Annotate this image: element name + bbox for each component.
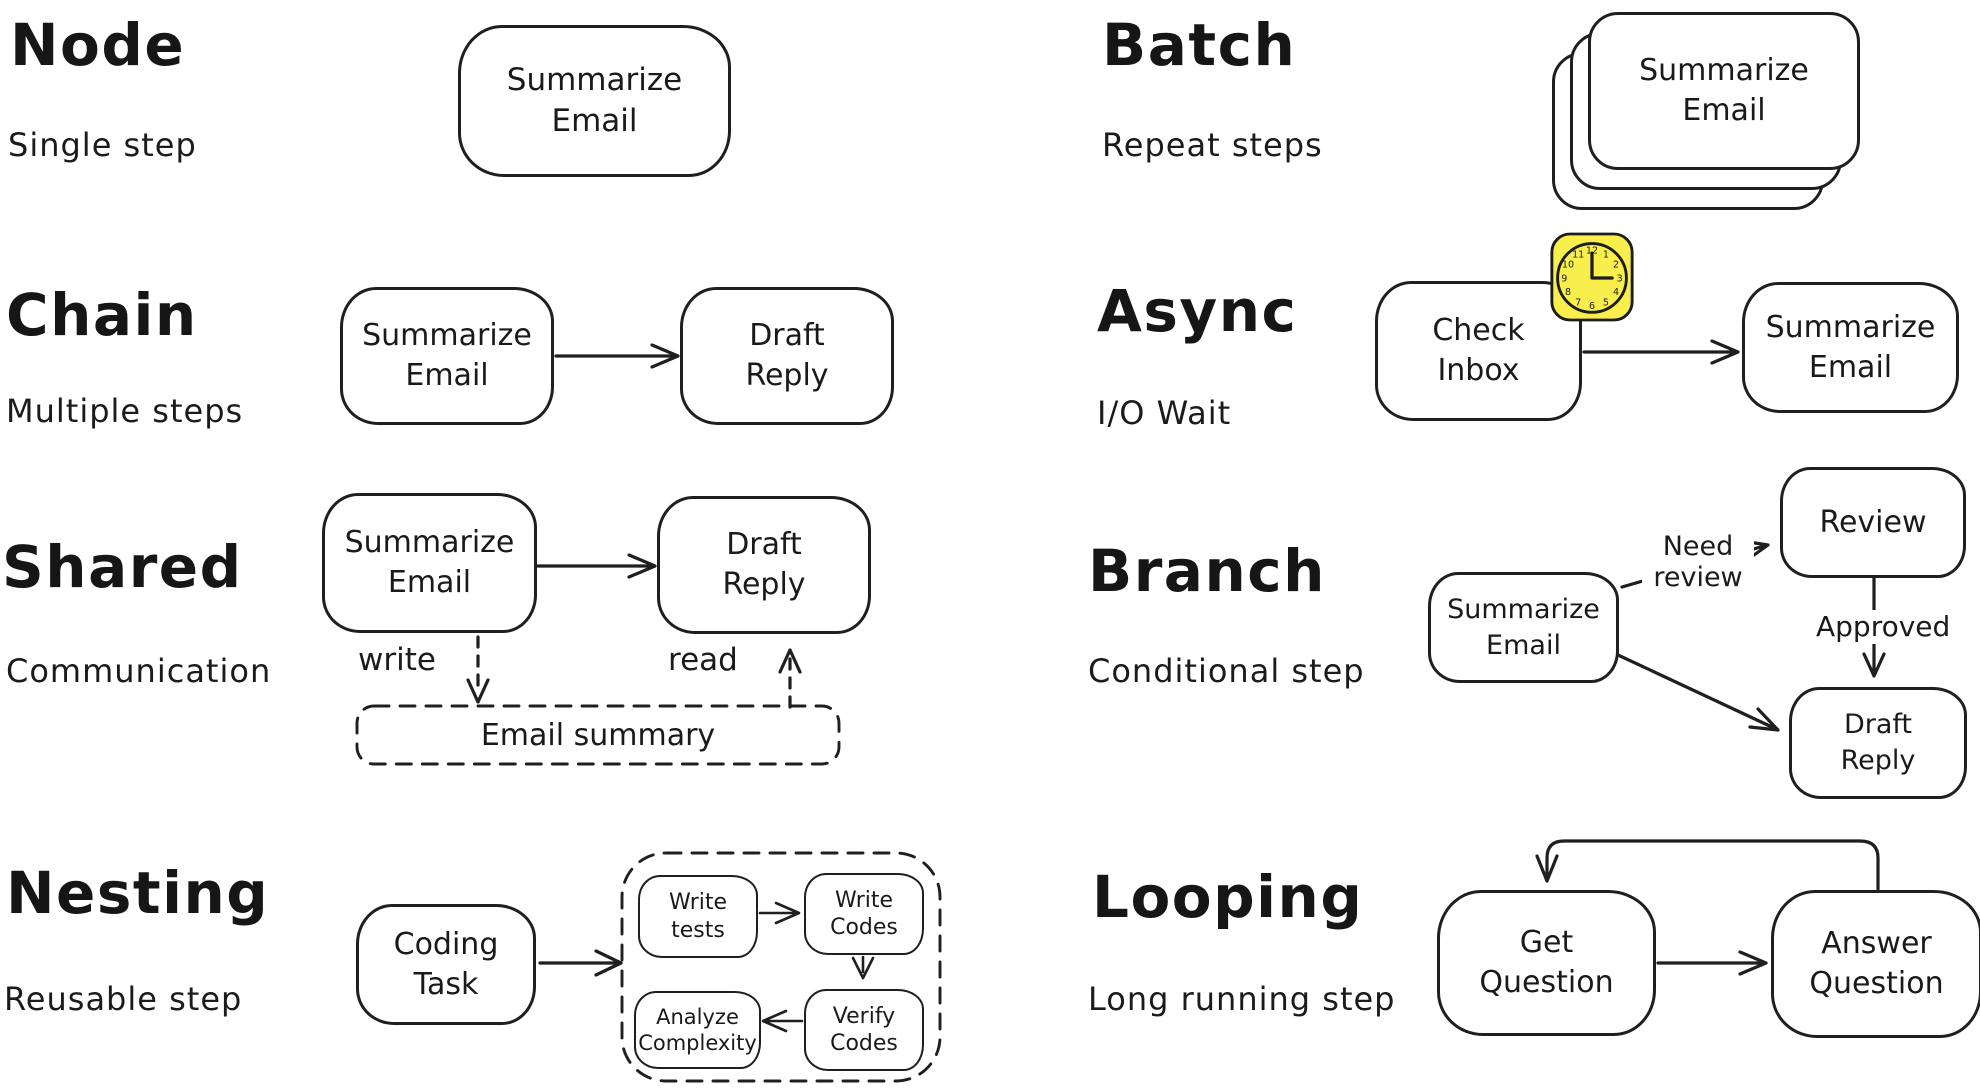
branch-draft-reply-box: Draft Reply (1789, 687, 1967, 799)
chain-section-subtitle: Multiple steps (6, 392, 244, 430)
shared-read-label: read (668, 642, 738, 678)
shared-read-arrowhead (778, 648, 802, 674)
nesting-arrow (538, 949, 623, 977)
nesting-coding-task-box: Coding Task (356, 904, 536, 1025)
branch-section-subtitle: Conditional step (1088, 652, 1365, 690)
async-section-subtitle: I/O Wait (1097, 394, 1232, 432)
nesting-write-tests-box: Write tests (638, 875, 758, 958)
branch-summarize-email-box: Summarize Email (1428, 572, 1619, 683)
async-summarize-email-box: Summarize Email (1742, 282, 1959, 413)
looping-answer-question-box: Answer Question (1771, 890, 1980, 1038)
nesting-section-title: Nesting (6, 859, 270, 927)
branch-need-review-label: Need review (1642, 530, 1754, 595)
svg-text:1: 1 (1603, 249, 1609, 260)
shared-section-subtitle: Communication (6, 652, 272, 690)
async-section-title: Async (1097, 277, 1298, 345)
looping-section-subtitle: Long running step (1088, 980, 1396, 1018)
branch-approved-label: Approved (1812, 610, 1950, 645)
chain-section-title: Chain (6, 281, 198, 349)
shared-section-title: Shared (2, 533, 243, 601)
svg-text:4: 4 (1613, 287, 1619, 298)
svg-text:9: 9 (1561, 273, 1567, 284)
batch-summarize-email-box: Summarize Email (1588, 12, 1860, 170)
chain-draft-reply-box: Draft Reply (680, 287, 894, 425)
branch-direct-arrow (1616, 653, 1780, 732)
node-section-subtitle: Single step (8, 126, 197, 164)
looping-section-title: Looping (1092, 863, 1364, 931)
nesting-analyze-complexity-box: Analyze Complexity (634, 991, 761, 1069)
svg-text:5: 5 (1603, 297, 1609, 308)
svg-text:7: 7 (1575, 297, 1581, 308)
chain-summarize-email-box: Summarize Email (340, 287, 554, 425)
svg-text:6: 6 (1589, 301, 1595, 312)
svg-text:10: 10 (1562, 259, 1574, 270)
batch-section-title: Batch (1102, 11, 1297, 79)
shared-arrow (536, 553, 657, 579)
nesting-inner-arrow-3 (761, 1009, 804, 1033)
node-section-title: Node (10, 11, 186, 79)
batch-section-subtitle: Repeat steps (1102, 126, 1323, 164)
shared-draft-reply-box: Draft Reply (657, 496, 871, 634)
looping-back-arrow (1535, 839, 1880, 891)
nesting-write-codes-box: Write Codes (804, 873, 924, 955)
async-arrow (1582, 339, 1740, 365)
branch-review-box: Review (1780, 467, 1966, 578)
node-summarize-email-box: Summarize Email (458, 25, 731, 177)
shared-email-summary-store: Email summary (480, 717, 716, 753)
looping-get-question-box: Get Question (1437, 890, 1656, 1036)
async-check-inbox-box: Check Inbox (1375, 281, 1582, 421)
chain-arrow (554, 343, 680, 369)
svg-text:11: 11 (1572, 249, 1584, 260)
shared-summarize-email-box: Summarize Email (322, 493, 537, 633)
shared-write-arrowhead (466, 678, 490, 704)
nesting-inner-arrow-1 (758, 901, 801, 925)
looping-forward-arrow (1656, 950, 1768, 976)
svg-text:3: 3 (1617, 273, 1623, 284)
svg-text:8: 8 (1565, 287, 1571, 298)
nesting-inner-arrow-2 (851, 955, 875, 980)
svg-text:2: 2 (1613, 259, 1619, 270)
branch-section-title: Branch (1088, 537, 1326, 605)
shared-write-label: write (358, 642, 436, 678)
svg-text:12: 12 (1586, 246, 1598, 257)
nesting-verify-codes-box: Verify Codes (804, 989, 924, 1071)
nesting-section-subtitle: Reusable step (4, 980, 243, 1018)
